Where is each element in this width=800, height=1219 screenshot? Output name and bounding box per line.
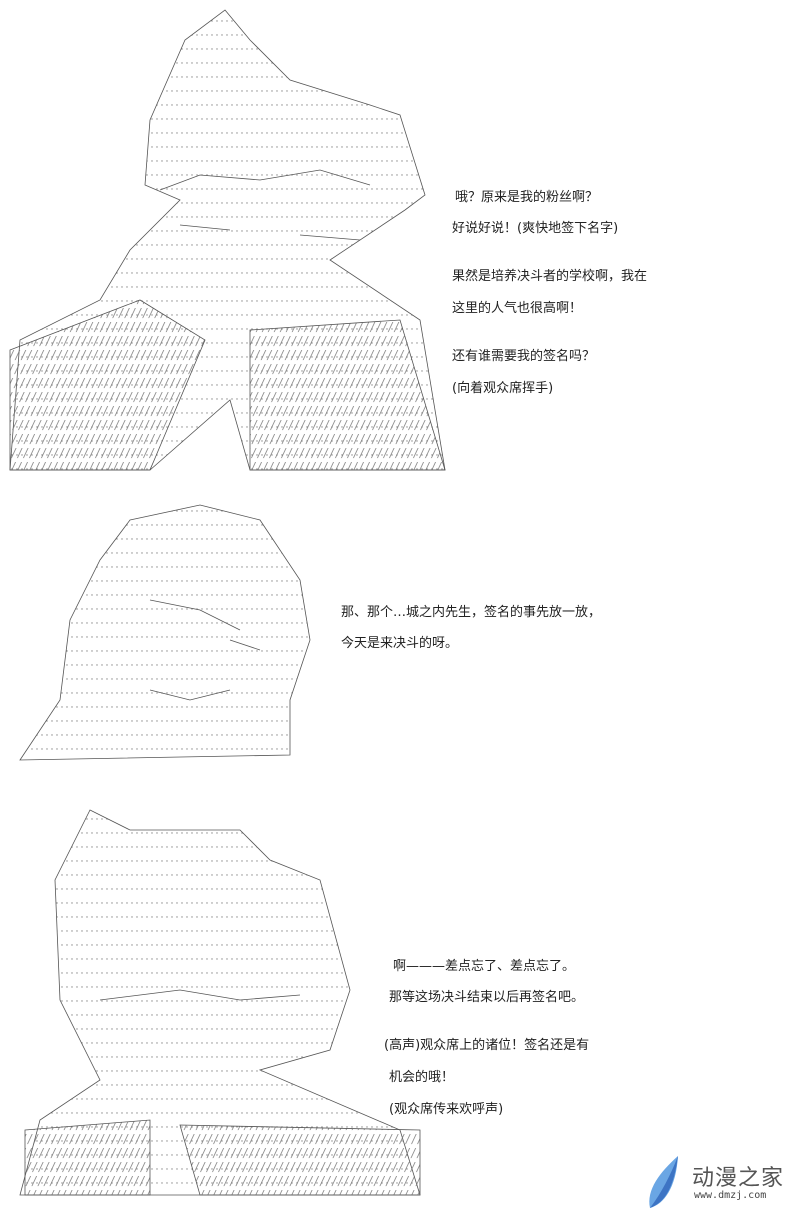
dialogue-line: 机会的哦！: [389, 1070, 455, 1085]
watermark-url: www.dmzj.com: [694, 1190, 767, 1201]
dialogue-line: 这里的人气也很高啊！: [452, 301, 583, 316]
dialogue-line: 那、那个…城之内先生，签名的事先放一放，: [341, 605, 602, 620]
dialogue-line: 好说好说！(爽快地签下名字): [452, 221, 619, 236]
dialogue-line: 今天是来决斗的呀。: [341, 636, 459, 651]
character-art-3: [19, 809, 421, 1196]
character-art-2: [19, 504, 311, 761]
dialogue-line: 果然是培养决斗者的学校啊，我在: [452, 269, 648, 284]
dialogue-line: 还有谁需要我的签名吗？: [452, 349, 596, 364]
dialogue-line: 哦？原来是我的粉丝啊？: [455, 190, 599, 205]
watermark-name: 动漫之家: [692, 1166, 785, 1191]
feather-logo-icon: [649, 1156, 678, 1208]
watermark-logo: 动漫之家 www.dmzj.com: [640, 1152, 800, 1212]
dialogue-line: 那等这场决斗结束以后再签名吧。: [389, 990, 585, 1005]
character-art-1: [9, 9, 446, 471]
dialogue-line: (高声)观众席上的诸位！签名还是有: [384, 1038, 590, 1053]
dialogue-line: (向着观众席挥手): [452, 381, 554, 396]
dialogue-line: (观众席传来欢呼声): [389, 1102, 504, 1117]
dialogue-line: 啊———差点忘了、差点忘了。: [393, 959, 576, 974]
